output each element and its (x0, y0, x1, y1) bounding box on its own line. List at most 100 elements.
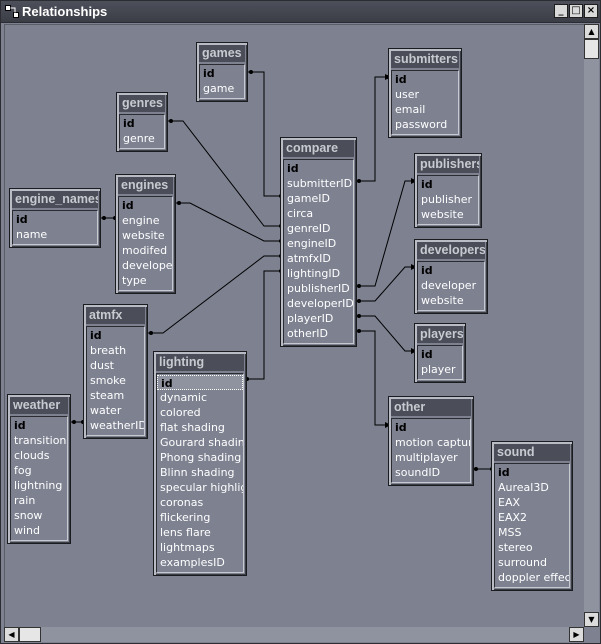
table-field[interactable]: breath (90, 344, 127, 357)
table-field[interactable]: developer (122, 259, 172, 272)
table-field[interactable]: Blinn shading (160, 466, 235, 479)
primary-key-field[interactable]: id (395, 73, 407, 86)
table-field[interactable]: genre (123, 132, 155, 145)
table-field[interactable]: website (421, 294, 464, 307)
table-field[interactable]: developerID (287, 297, 353, 310)
primary-key-field[interactable]: id (498, 466, 510, 479)
table-field[interactable]: doppler effect (498, 571, 569, 584)
minimize-button[interactable]: _ (554, 4, 568, 18)
table-header[interactable]: publishers (417, 156, 479, 173)
table-genres[interactable]: genres id genre (116, 92, 168, 152)
table-field[interactable]: genreID (287, 222, 331, 235)
table-field[interactable]: steam (90, 389, 125, 402)
table-header[interactable]: developers (417, 242, 485, 259)
primary-key-field[interactable]: id (157, 375, 243, 390)
table-field[interactable]: user (395, 88, 419, 101)
table-field[interactable]: transitions (14, 434, 67, 447)
table-field[interactable]: gameID (287, 192, 330, 205)
table-field[interactable]: engineID (287, 237, 337, 250)
table-field[interactable]: atmfxID (287, 252, 331, 265)
table-field[interactable]: clouds (14, 449, 50, 462)
table-field[interactable]: website (122, 229, 165, 242)
table-field[interactable]: colored (160, 406, 201, 419)
table-engine-names[interactable]: engine_names id name (9, 188, 101, 248)
table-field[interactable]: stereo (498, 541, 533, 554)
table-field[interactable]: weatherID (90, 419, 144, 432)
arrow-down-icon[interactable]: ▼ (584, 612, 599, 627)
table-header[interactable]: engines (118, 177, 173, 194)
table-field[interactable]: flickering (160, 511, 211, 524)
table-header[interactable]: games (199, 45, 245, 62)
table-field[interactable]: name (16, 228, 48, 241)
table-field[interactable]: otherID (287, 327, 329, 340)
table-field[interactable]: EAX (498, 496, 521, 509)
table-field[interactable]: dynamic (160, 391, 208, 404)
primary-key-field[interactable]: id (123, 117, 135, 130)
table-field[interactable]: password (395, 118, 448, 131)
table-field[interactable]: coronas (160, 496, 204, 509)
table-field[interactable]: publisherID (287, 282, 350, 295)
table-field[interactable]: player (421, 363, 456, 376)
table-field[interactable]: surround (498, 556, 547, 569)
table-header[interactable]: players (417, 326, 463, 343)
table-header[interactable]: other (391, 399, 471, 416)
table-header[interactable]: sound (494, 444, 570, 461)
table-field[interactable]: website (421, 208, 464, 221)
table-field[interactable]: Aureal3D (498, 481, 549, 494)
table-field[interactable]: modifed (122, 244, 168, 257)
close-button[interactable]: × (584, 4, 598, 18)
horizontal-scrollbar[interactable]: ◀ ▶ (4, 627, 584, 642)
table-weather[interactable]: weather id transitions clouds fog lightning r… (7, 394, 71, 544)
table-field[interactable]: playerID (287, 312, 334, 325)
primary-key-field[interactable]: id (14, 419, 26, 432)
primary-key-field[interactable]: id (395, 421, 407, 434)
horizontal-scroll-thumb[interactable] (19, 627, 41, 642)
table-field[interactable]: fog (14, 464, 32, 477)
table-header[interactable]: weather (10, 397, 68, 414)
table-header[interactable]: genres (119, 95, 165, 112)
vertical-scrollbar[interactable]: ▲ ▼ (584, 24, 599, 627)
table-field[interactable]: Gourard shading (160, 436, 243, 449)
table-field[interactable]: flat shading (160, 421, 225, 434)
table-header[interactable]: atmfx (86, 307, 145, 324)
primary-key-field[interactable]: id (122, 199, 134, 212)
table-header[interactable]: engine_names (12, 191, 98, 208)
table-compare[interactable]: compare id submitterID gameID circa genreID e… (280, 137, 357, 347)
primary-key-field[interactable]: id (90, 329, 102, 342)
table-field[interactable]: engine (122, 214, 160, 227)
table-field[interactable]: water (90, 404, 122, 417)
table-field[interactable]: submitterID (287, 177, 353, 190)
table-field[interactable]: rain (14, 494, 36, 507)
table-field[interactable]: game (203, 82, 235, 95)
maximize-button[interactable]: □ (569, 4, 583, 18)
table-field[interactable]: dust (90, 359, 114, 372)
arrow-left-icon[interactable]: ◀ (4, 627, 19, 642)
primary-key-field[interactable]: id (287, 162, 299, 175)
primary-key-field[interactable]: id (203, 67, 215, 80)
table-field[interactable]: MSS (498, 526, 522, 539)
table-field[interactable]: circa (287, 207, 314, 220)
table-field[interactable]: developer (421, 279, 477, 292)
table-developers[interactable]: developers id developer website (414, 239, 488, 314)
table-games[interactable]: games id game (196, 42, 248, 102)
table-field[interactable]: lightning (14, 479, 63, 492)
table-header[interactable]: compare (283, 140, 354, 157)
primary-key-field[interactable]: id (421, 178, 433, 191)
table-field[interactable]: lens flare (160, 526, 211, 539)
table-field[interactable]: specular highlight (160, 481, 243, 494)
table-field[interactable]: examplesID (160, 556, 225, 569)
primary-key-field[interactable]: id (421, 264, 433, 277)
table-header[interactable]: lighting (156, 354, 244, 371)
primary-key-field[interactable]: id (16, 213, 28, 226)
table-field[interactable]: motion capture (395, 436, 470, 449)
vertical-scroll-thumb[interactable] (584, 39, 599, 59)
table-field[interactable]: EAX2 (498, 511, 528, 524)
arrow-right-icon[interactable]: ▶ (569, 627, 584, 642)
